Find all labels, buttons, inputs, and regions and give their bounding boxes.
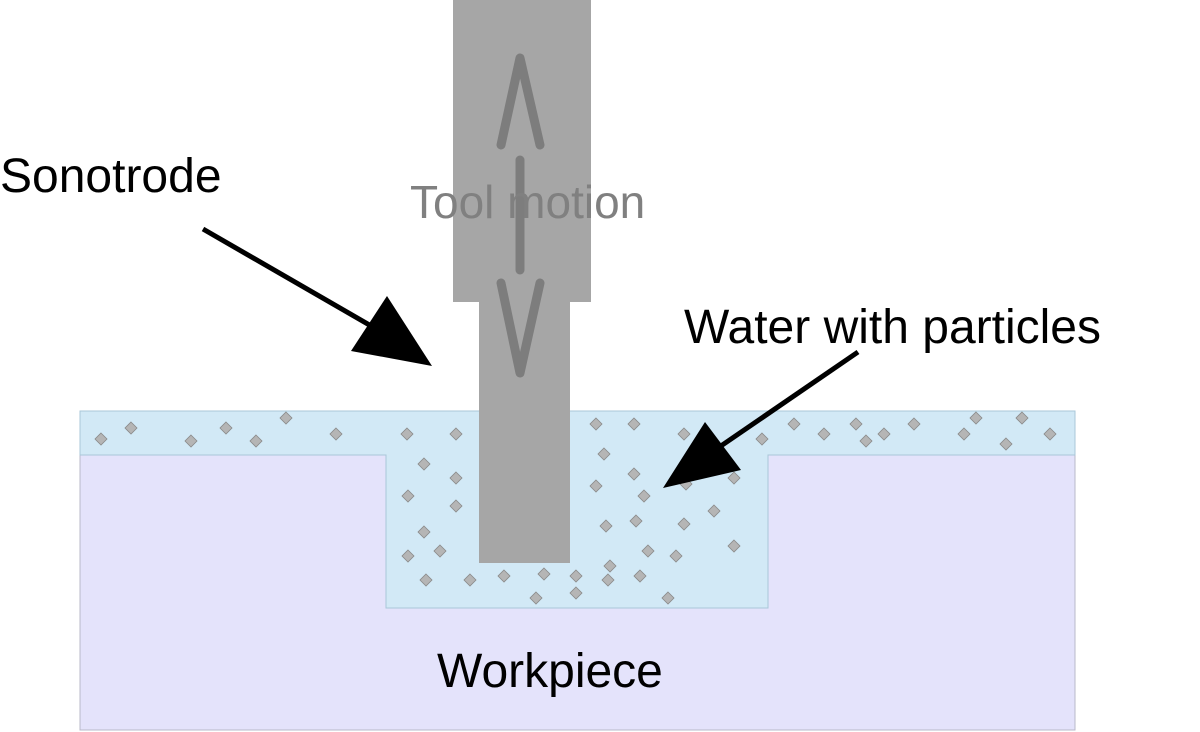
particle xyxy=(589,417,603,431)
particle xyxy=(249,434,263,448)
particle xyxy=(219,421,233,435)
particle xyxy=(1043,427,1057,441)
particle xyxy=(637,489,651,503)
particle xyxy=(969,411,983,425)
particle xyxy=(907,417,921,431)
particle xyxy=(727,471,741,485)
particle xyxy=(817,427,831,441)
particle xyxy=(629,514,643,528)
particle xyxy=(569,569,583,583)
particle xyxy=(417,457,431,471)
particle xyxy=(419,573,433,587)
particle xyxy=(94,432,108,446)
particle xyxy=(449,499,463,513)
particle xyxy=(601,573,615,587)
sonotrode-pointer-head xyxy=(351,296,432,366)
particle xyxy=(787,417,801,431)
particle xyxy=(849,417,863,431)
particle xyxy=(463,573,477,587)
particle xyxy=(449,427,463,441)
particle xyxy=(755,432,769,446)
particle xyxy=(400,427,414,441)
particle xyxy=(727,539,741,553)
sonotrode-tool xyxy=(453,0,591,563)
particle xyxy=(999,437,1013,451)
particle xyxy=(417,525,431,539)
particle xyxy=(589,479,603,493)
particle xyxy=(401,549,415,563)
water-pointer-head xyxy=(663,422,741,488)
sonotrode-pointer-line xyxy=(201,226,387,337)
particle xyxy=(661,591,675,605)
sonotrode-label: Sonotrode xyxy=(0,150,222,203)
particle xyxy=(603,559,617,573)
particle xyxy=(597,447,611,461)
particle xyxy=(633,569,647,583)
particle xyxy=(707,504,721,518)
particle xyxy=(433,544,447,558)
particle xyxy=(279,411,293,425)
particle xyxy=(677,517,691,531)
particle xyxy=(329,427,343,441)
tool-motion-arrow xyxy=(496,53,545,378)
particle xyxy=(957,427,971,441)
water-region xyxy=(79,410,1076,609)
particle xyxy=(677,427,691,441)
particle xyxy=(497,569,511,583)
particle xyxy=(124,421,138,435)
particle xyxy=(669,549,683,563)
particle xyxy=(877,427,891,441)
particle xyxy=(184,434,198,448)
particle xyxy=(627,467,641,481)
particle xyxy=(627,417,641,431)
workpiece-label: Workpiece xyxy=(437,645,663,698)
particle xyxy=(1015,411,1029,425)
tool-motion-label: Tool motion xyxy=(410,176,645,228)
particle xyxy=(641,544,655,558)
particle xyxy=(529,591,543,605)
particle xyxy=(859,434,873,448)
particle xyxy=(569,586,583,600)
particle xyxy=(599,519,613,533)
particle xyxy=(449,471,463,485)
water-label: Water with particles xyxy=(684,301,1101,354)
particle xyxy=(401,489,415,503)
particle xyxy=(537,567,551,581)
water-pointer-line xyxy=(713,349,860,453)
